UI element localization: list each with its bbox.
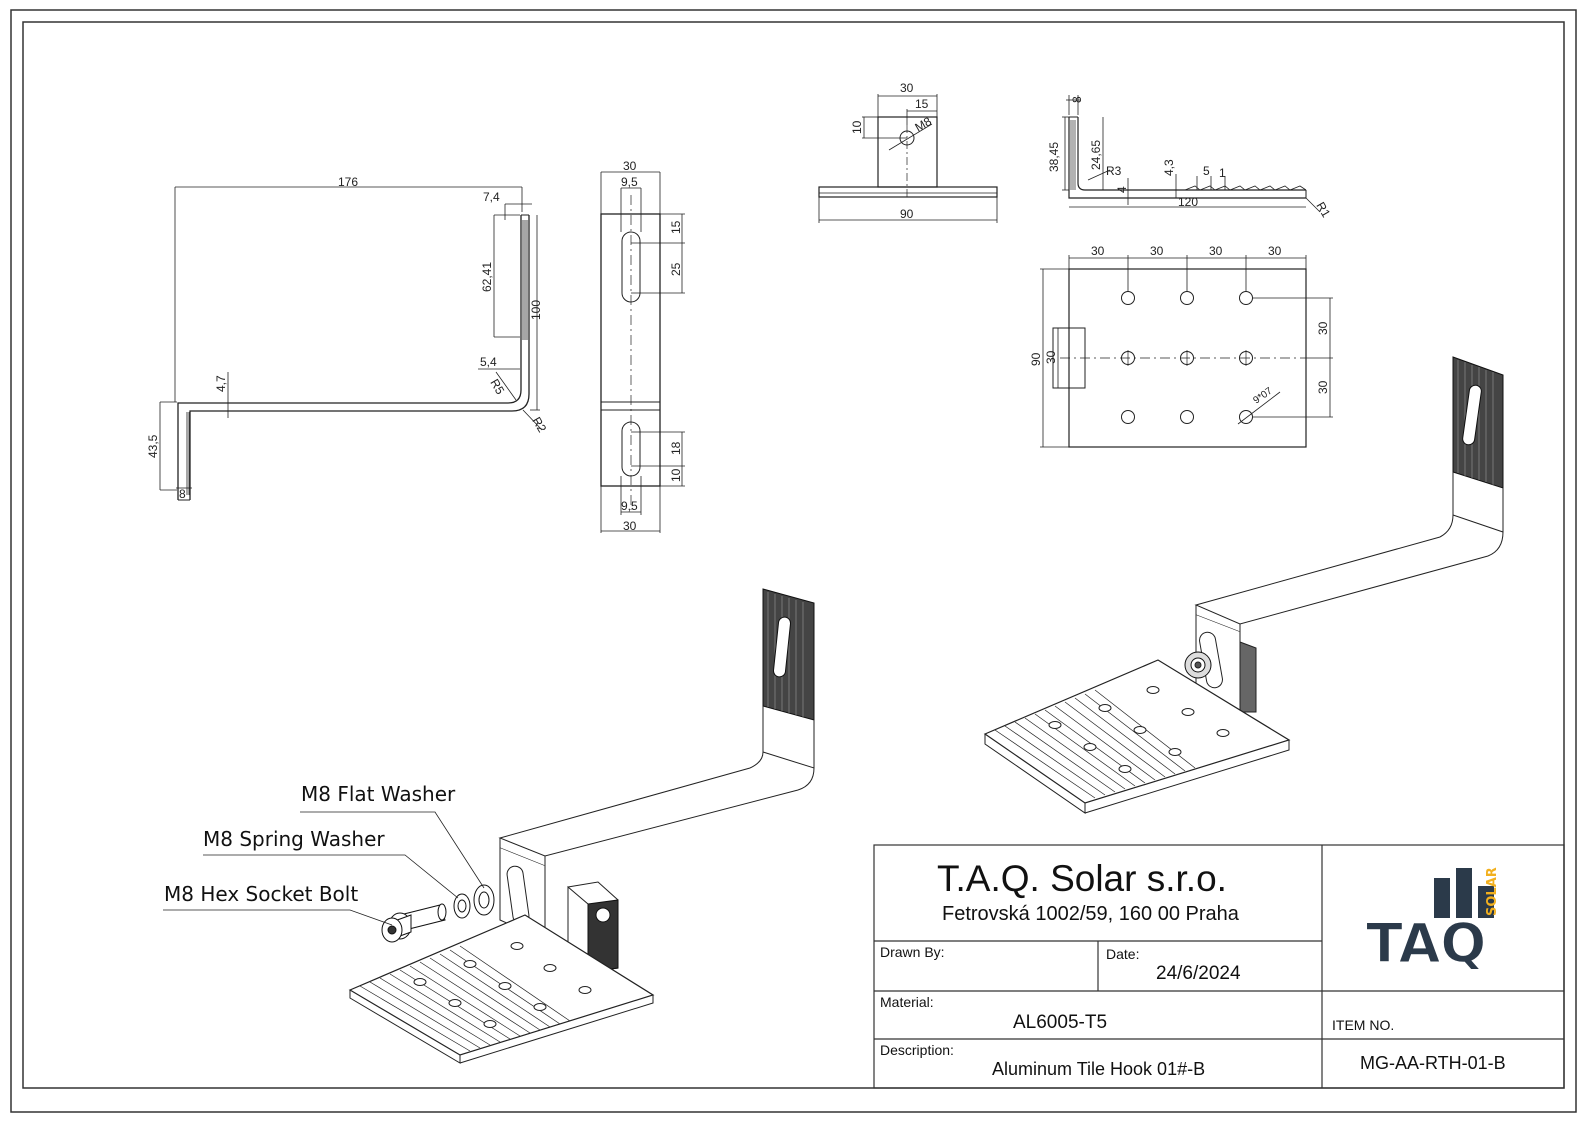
dim-base-top-width: 30 <box>900 81 914 95</box>
outer-border <box>10 9 1577 1113</box>
dim-outer-radius: R2 <box>529 415 549 436</box>
dim-base-side-inner-height: 24,65 <box>1089 140 1103 170</box>
date-label: Date: <box>1106 946 1139 962</box>
side-view-serration-upright <box>522 220 528 340</box>
isometric-exploded-holes <box>413 942 592 1028</box>
dim-base-width: 90 <box>900 207 914 221</box>
dim-plate-height: 90 <box>1029 352 1043 366</box>
dim-base-side-tooth-width: 1 <box>1219 166 1226 180</box>
side-view-serration-foot <box>186 412 190 495</box>
hex-socket-bolt <box>381 903 447 943</box>
dim-thickness-top: 7,4 <box>483 190 500 204</box>
item-no-value: MG-AA-RTH-01-B <box>1360 1053 1506 1073</box>
callout-flat-washer: M8 Flat Washer <box>301 782 456 806</box>
isometric-exploded-view <box>163 588 815 1064</box>
dim-plate-hole: 9*07 <box>1251 385 1275 406</box>
dim-front-slot-width-bottom: 10 <box>669 468 683 482</box>
dim-plate-block-height: 30 <box>1044 350 1058 364</box>
dim-serration-height: 62,41 <box>480 262 494 292</box>
company-logo: TAQ SOLAR <box>1365 867 1500 976</box>
dim-base-side-tooth-pitch: 5 <box>1203 164 1210 178</box>
dim-plate-spacing-1: 30 <box>1091 244 1105 258</box>
dim-base-side-length: 120 <box>1178 195 1198 209</box>
dim-front-slot-width-bottom-2: 9,5 <box>621 499 638 513</box>
dim-plate-spacing-4: 30 <box>1268 244 1282 258</box>
dim-base-side-height: 38,45 <box>1047 142 1061 172</box>
dim-front-slot-offset-bottom: 18 <box>669 441 683 455</box>
logo-subtext: SOLAR <box>1485 867 1500 916</box>
plate-top-view <box>1040 255 1333 448</box>
dim-base-height: 10 <box>850 120 864 134</box>
dim-front-bottom-width: 30 <box>623 519 637 533</box>
dim-plate-spacing-2: 30 <box>1150 244 1164 258</box>
dim-base-side-tip-radius: R1 <box>1313 200 1333 221</box>
company-address: Fetrovská 1002/59, 160 00 Praha <box>942 903 1240 925</box>
dim-plate-spacing-3: 30 <box>1209 244 1223 258</box>
dim-base-side-thickness: 8 <box>1070 96 1084 103</box>
base-side-view <box>1062 95 1321 213</box>
drawn-by-label: Drawn By: <box>880 944 945 960</box>
dim-front-slot-offset: 15 <box>669 220 683 234</box>
dim-plate-row-spacing-upper: 30 <box>1316 321 1330 335</box>
dim-offset: 5,4 <box>480 355 497 369</box>
callout-spring-washer: M8 Spring Washer <box>203 827 385 851</box>
dim-base-side-step: 4 <box>1115 186 1129 193</box>
base-front-view <box>818 94 998 223</box>
logo-text: TAQ <box>1366 912 1486 975</box>
dim-upright-height: 100 <box>529 300 543 320</box>
isometric-assembled-holes <box>1048 686 1230 773</box>
title-block <box>873 844 1565 1089</box>
dim-plate-row-spacing-lower: 30 <box>1316 380 1330 394</box>
dim-base-half-width: 15 <box>915 97 929 111</box>
dim-base-side-tooth-height: 4,3 <box>1162 159 1176 176</box>
material-label: Material: <box>880 994 934 1010</box>
callout-bolt: M8 Hex Socket Bolt <box>164 882 358 906</box>
isometric-assembled-view <box>983 356 1504 814</box>
inner-border <box>22 21 1565 1089</box>
side-view <box>159 186 543 501</box>
spring-washer <box>453 893 471 919</box>
dim-step: 4,7 <box>214 375 228 392</box>
dim-front-slot-width-top: 9,5 <box>621 175 638 189</box>
dim-foot-thickness: 8 <box>179 487 186 501</box>
dim-foot-height: 43,5 <box>146 434 160 458</box>
dim-front-slot-length: 25 <box>669 262 683 276</box>
description-label: Description: <box>880 1042 954 1058</box>
company-name: T.A.Q. Solar s.r.o. <box>937 858 1227 899</box>
flat-washer <box>473 884 495 916</box>
dim-front-top-width: 30 <box>623 159 637 173</box>
base-side-serration <box>1070 120 1076 190</box>
front-view <box>600 171 685 533</box>
date-value: 24/6/2024 <box>1156 963 1241 984</box>
dim-total-length: 176 <box>338 175 358 189</box>
dim-base-side-radius: R3 <box>1106 164 1122 178</box>
description-value: Aluminum Tile Hook 01#-B <box>992 1059 1205 1079</box>
material-value: AL6005-T5 <box>1013 1012 1107 1033</box>
item-no-label: ITEM NO. <box>1332 1017 1394 1033</box>
dim-inner-radius: R5 <box>487 377 507 398</box>
